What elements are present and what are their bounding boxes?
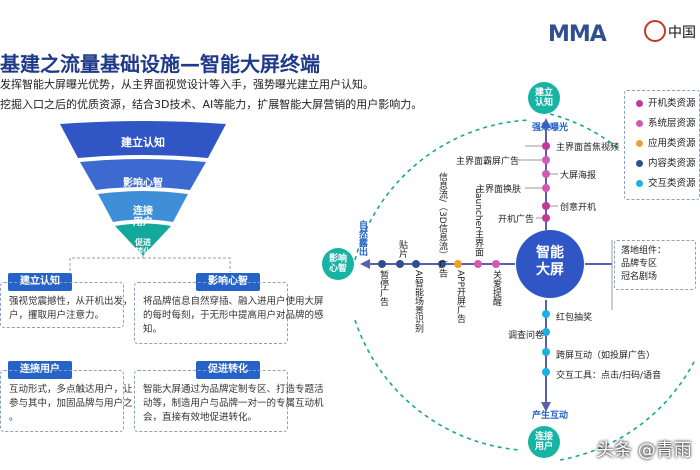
legend-label: 系统层资源 (648, 118, 696, 129)
box-awareness: 强视觉震撼性，从开机出发， 户，攫取用户注意力。 (0, 282, 133, 328)
arc-bottom-right (559, 359, 696, 461)
arc-bottom-left (354, 319, 521, 451)
legend-label: 应用类资源 (648, 138, 696, 149)
stage-bubble-connect-text: 连接用户 (534, 432, 553, 452)
funnel-label-3: 连接用户 (113, 206, 173, 228)
legend-item: 交互类资源 (636, 175, 696, 189)
box-connect: 互动形式，多点触达用户，让 参与其中，加固品牌与用户之 。 (0, 370, 133, 432)
arc-top-left (354, 119, 531, 261)
legend-item: 应用类资源 (636, 135, 696, 149)
left-item-3: AI智能场景识别 (413, 270, 423, 333)
landing-component-line-2: 品牌专区 (621, 259, 658, 269)
legend-dot (636, 120, 643, 127)
axis-label-left: 自然露出 (357, 220, 367, 256)
funnel-layer-3 (98, 191, 188, 222)
bottom-item-3: 跨屏互动（如投屏广告） (556, 351, 656, 361)
bottom-item-2: 调查问卷 (508, 331, 545, 341)
stage-bubble-mindshare: 影响心智 (322, 248, 354, 280)
top-item-6: 开机广告 (498, 215, 535, 225)
funnel-connectors (69, 246, 231, 272)
resource-diagram (354, 113, 696, 461)
left-item-2: 贴片 (397, 240, 407, 258)
partner-seal-icon (644, 20, 666, 42)
arc-top-right (549, 113, 621, 151)
page-title: 基建之流量基础设施—智能大屏终端 (0, 52, 320, 76)
axis-label-bottom: 产生互动 (532, 411, 569, 421)
landing-component-line-1: 落地组件： (621, 246, 667, 256)
bottom-item-4: 交互工具：点击/扫码/语音 (556, 371, 662, 381)
legend-dot (636, 160, 643, 167)
left-item-6: Launcher主界面 (473, 188, 483, 257)
subtitle-line-1: 发挥智能大屏曝光优势，从主界面视觉设计等入手，强势曝光建立用户认知。 (0, 78, 374, 91)
left-item-7: 关爱提醒 (491, 270, 501, 306)
stage-bubble-awareness: 建立认知 (528, 82, 560, 114)
landing-component-box: 落地组件： 品牌专区 冠名剧场 (614, 240, 696, 290)
box-mindshare: 将品牌信息自然穿插、融入进用户使用大屏 的每时每刻，于无形中提高用户对品牌的感 … (134, 282, 324, 344)
left-item-5: APP开屏广告 (455, 270, 465, 324)
legend-label: 交互类资源 (648, 178, 696, 189)
legend-label: 开机类资源 (648, 98, 696, 109)
funnel-label-2: 影响心智 (123, 178, 163, 189)
subtitle-line-2: 挖掘入口之后的优质资源，结合3D技术、AI等能力，扩展智能大屏营销的用户影响力。 (0, 98, 423, 111)
funnel-graphic (60, 121, 226, 256)
box-conversion: 智能大屏通过为品牌定制专区、打造专题活 动等，制造用户与品牌一对一的专属互动机 … (134, 370, 324, 432)
legend-label: 内容类资源 (648, 158, 696, 169)
funnel-layer-1 (60, 121, 226, 158)
legend-dot (636, 100, 643, 107)
left-item-4: 信息流/（3D信息流）广告 (437, 172, 447, 278)
box-connect-line-3: 。 (9, 412, 19, 423)
top-item-1: 主界面首焦视频 (556, 143, 620, 153)
box-mindshare-line-1: 将品牌信息自然穿插、融入进用户使用大屏 (143, 296, 324, 307)
center-node-text: 智能大屏 (536, 245, 564, 278)
top-item-3: 大屏海报 (560, 171, 597, 181)
stage-bubble-mindshare-text: 影响心智 (328, 254, 347, 274)
box-awareness-line-1: 强视觉震撼性，从开机出发， (9, 296, 133, 307)
box-connect-line-2: 参与其中，加固品牌与用户之 (9, 398, 133, 409)
legend-dot (636, 180, 643, 187)
center-node: 智能大屏 (515, 245, 585, 279)
top-item-4: 主界面换肤 (476, 185, 522, 195)
landing-component-line-3: 冠名剧场 (621, 272, 658, 282)
left-item-1: 暂停广告 (378, 270, 388, 306)
funnel-label-3-text: 连接用户 (133, 206, 153, 228)
box-conversion-line-1: 智能大屏通过为品牌定制专区、打造专题活 (143, 384, 324, 395)
box-awareness-line-2: 户，攫取用户注意力。 (9, 310, 105, 321)
legend-item: 开机类资源 (636, 95, 696, 109)
box-conversion-line-2: 动等，制造用户与品牌一对一的专属互动机 (143, 398, 324, 409)
partner-logo-text: 中国 (668, 25, 696, 41)
axis-label-top: 强效曝光 (532, 123, 569, 133)
box-connect-line-1: 互动形式，多点触达用户，让 (9, 384, 133, 395)
funnel-label-1: 建立认知 (121, 136, 165, 149)
legend-item: 系统层资源 (636, 115, 696, 129)
legend-item: 内容类资源 (636, 155, 696, 169)
box-mindshare-line-2: 的每时每刻，于无形中提高用户对品牌的感 (143, 310, 324, 321)
top-item-5: 创意开机 (560, 203, 597, 213)
box-mindshare-line-3: 知。 (143, 324, 163, 335)
stage-bubble-awareness-text: 建立认知 (534, 88, 553, 108)
box-conversion-line-3: 会，直接有效地促进转化。 (143, 412, 258, 423)
legend-dot (636, 140, 643, 147)
funnel-layer-2 (80, 159, 206, 190)
bottom-item-1: 红包抽奖 (556, 313, 593, 323)
top-item-2: 主界面霸屏广告 (456, 157, 520, 167)
funnel-layer-4 (115, 223, 171, 256)
mma-logo: MMA (548, 22, 607, 47)
stage-bubble-connect: 连接用户 (528, 426, 560, 458)
watermark: 头条 @青雨 (596, 440, 692, 461)
